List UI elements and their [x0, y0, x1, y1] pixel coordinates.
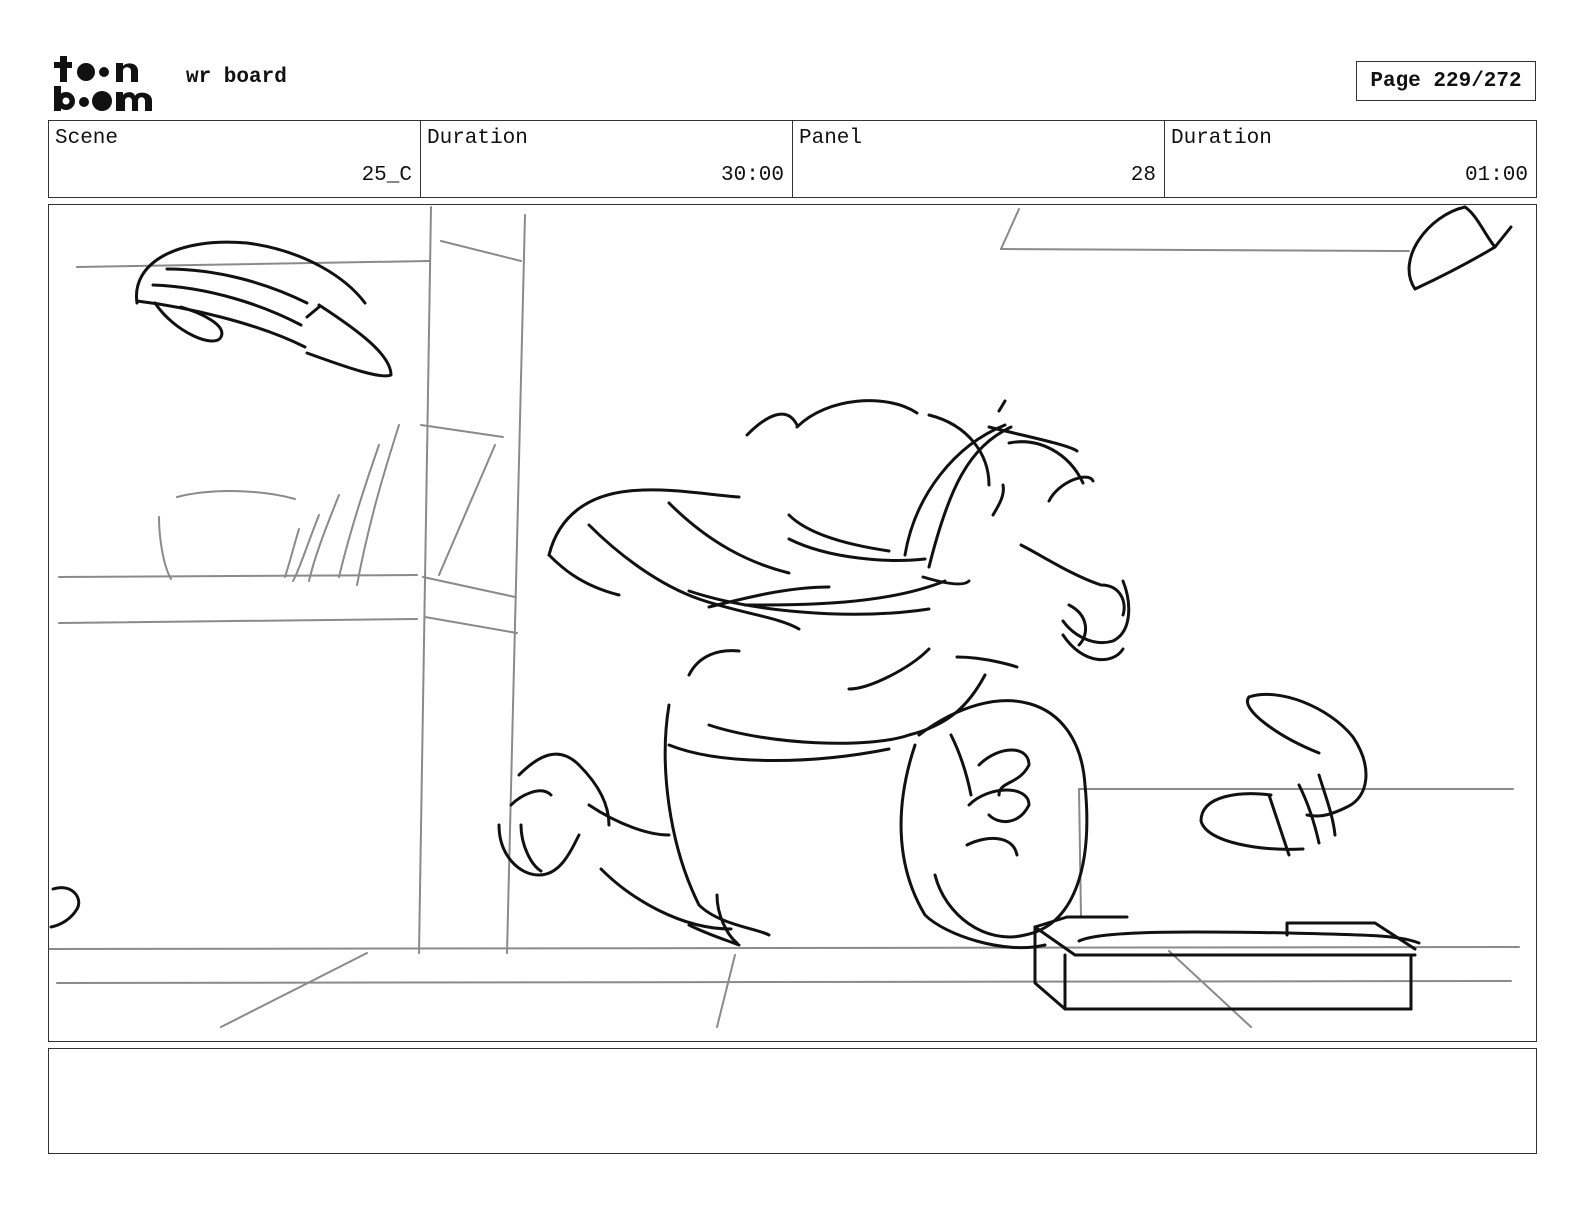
scene-cell: Scene 25_C	[49, 121, 421, 197]
scene-label: Scene	[55, 127, 119, 150]
page-indicator: Page 229/272	[1356, 61, 1536, 101]
board-title: wr board	[186, 66, 287, 89]
panel-cell: Panel 28	[793, 121, 1165, 197]
panel-duration-cell: Duration 01:00	[1165, 121, 1536, 197]
storyboard-panel	[48, 204, 1537, 1042]
panel-duration-value: 01:00	[1464, 164, 1528, 187]
scene-info-table: Scene 25_C Duration 30:00 Panel 28 Durat…	[48, 120, 1537, 198]
scene-value: 25_C	[361, 164, 412, 187]
panel-value: 28	[1130, 164, 1156, 187]
panel-sketch	[49, 205, 1520, 1028]
panel-notes-box	[48, 1048, 1537, 1154]
toon-boom-logo	[54, 56, 152, 111]
panel-duration-label: Duration	[1171, 127, 1272, 150]
panel-label: Panel	[799, 127, 863, 150]
scene-duration-value: 30:00	[720, 164, 784, 187]
scene-duration-cell: Duration 30:00	[421, 121, 793, 197]
scene-duration-label: Duration	[427, 127, 528, 150]
